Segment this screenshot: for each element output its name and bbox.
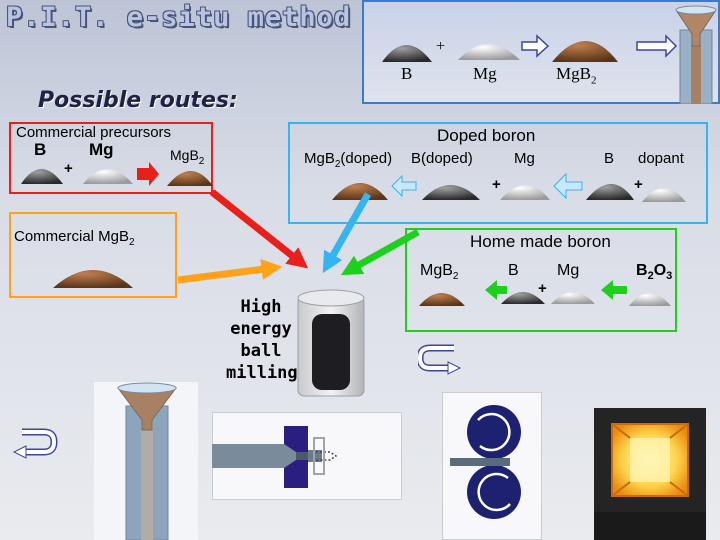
- mgb2-text: Commercial MgB: [14, 228, 130, 245]
- top-label-mg: Mg: [473, 64, 497, 83]
- db-label-dopant: dopant: [638, 150, 684, 167]
- filling-graphics: [117, 382, 177, 540]
- mgb2-pile: [419, 293, 465, 306]
- arrow-left-icon: [553, 172, 583, 200]
- mgb2-doped-pile: [332, 183, 388, 200]
- hb-label-b: B: [508, 262, 519, 279]
- hb-label-b2o3: B2O3: [636, 262, 672, 282]
- mgb2-text: MgB: [556, 64, 591, 83]
- arrow-to-mgb2: [521, 34, 550, 58]
- b2o3-b: B: [636, 262, 648, 279]
- dopant-pile: [642, 188, 686, 202]
- rolling-graphics: [450, 405, 521, 519]
- subscript: 2: [452, 271, 459, 283]
- cp-label-mgb2: MgB2: [170, 147, 204, 167]
- doped-boron-heading: Doped boron: [437, 126, 536, 145]
- pull-arrow-icon: [316, 451, 338, 461]
- top-label-mgb2: MgB2: [556, 64, 596, 86]
- hb-label-mg: Mg: [557, 262, 580, 279]
- boron-doped-pile: [422, 185, 480, 200]
- milling-label: High energy ball milling: [226, 296, 298, 384]
- furnace-icon: [594, 408, 706, 540]
- u-turn-arrow-icon: [12, 428, 58, 459]
- subscript: 3: [666, 270, 673, 283]
- green-arrow: [340, 228, 420, 276]
- magnesium-pile: [500, 185, 550, 200]
- milling-line: ball: [240, 341, 282, 361]
- commercial-mgb2-label: Commercial MgB2: [14, 228, 135, 248]
- subscript: 2: [129, 237, 135, 248]
- db-label-b: B: [604, 150, 615, 167]
- milling-line: energy: [230, 319, 292, 339]
- mgb2-pile: [167, 171, 213, 186]
- top-label-b: B: [401, 64, 413, 83]
- milling-line: High: [240, 297, 282, 317]
- subscript: 2: [334, 159, 341, 170]
- subscript: 2: [198, 155, 205, 167]
- doped-suffix: (doped): [340, 150, 393, 167]
- doped-boron-graphics: [332, 172, 686, 202]
- commercial-mgb2-box: [9, 212, 177, 298]
- milling-jar: [297, 289, 365, 397]
- rotation-arrow-icon: [477, 412, 511, 452]
- db-label-b-doped: B(doped): [411, 150, 473, 167]
- red-arrow: [209, 189, 309, 269]
- home-made-boron-graphics: [419, 280, 671, 306]
- b2o3-o: O: [653, 262, 667, 279]
- tube-core: [691, 44, 701, 104]
- cp-plus: +: [64, 160, 73, 177]
- rotation-arrow-icon: [477, 472, 511, 512]
- blue-arrow: [322, 192, 372, 274]
- home-made-boron-box: [405, 228, 677, 332]
- boron-pile: [382, 45, 432, 62]
- mgb2-text: MgB: [420, 262, 453, 279]
- subscript: 2: [590, 74, 597, 87]
- routes-heading: Possible routes:: [38, 88, 238, 113]
- subscript: 2: [647, 270, 654, 283]
- cp-label-mg: Mg: [89, 140, 114, 159]
- arrow-left-icon: [391, 174, 417, 198]
- mgb2-pile: [552, 41, 618, 62]
- b2o3-pile: [629, 293, 671, 306]
- u-turn-arrow-icon: [418, 344, 462, 375]
- boron-pile: [21, 169, 63, 184]
- mgb2-text: MgB: [170, 147, 199, 163]
- boron-pile: [501, 292, 545, 304]
- orange-arrow: [177, 258, 283, 284]
- drawing-graphics: [212, 426, 338, 488]
- magnesium-pile: [458, 44, 520, 60]
- db-label-mg: Mg: [514, 150, 535, 167]
- top-panel-graphics: [382, 5, 717, 104]
- home-made-boron-heading: Home made boron: [470, 232, 611, 251]
- arrow-to-tube: [636, 34, 678, 58]
- cp-label-b: B: [34, 140, 47, 159]
- wire-incoming: [212, 444, 296, 468]
- magnesium-pile: [551, 292, 595, 304]
- milling-line: milling: [226, 363, 298, 383]
- strip: [450, 458, 510, 466]
- mgb2-text: MgB: [304, 150, 335, 167]
- mgb2-pile: [53, 270, 133, 288]
- db-label-mgb2-doped: MgB2(doped): [304, 150, 392, 170]
- arrow-left-icon: [601, 280, 627, 300]
- commercial-precursors-box: [9, 122, 213, 194]
- hb-plus: +: [538, 280, 547, 297]
- doped-boron-box: [288, 122, 708, 224]
- arrow-left-icon: [485, 280, 507, 300]
- page-title: P.I.T. e-situ method: [6, 2, 352, 33]
- hb-label-mgb2: MgB2: [420, 262, 458, 282]
- commercial-mgb2-graphics: [53, 270, 133, 288]
- db-plus-2: +: [634, 176, 643, 193]
- commercial-precursors-heading: Commercial precursors: [16, 124, 172, 141]
- commercial-precursors-graphics: [21, 162, 213, 186]
- arrow-icon: [137, 162, 159, 186]
- magnesium-pile: [83, 169, 133, 184]
- boron-pile: [586, 184, 634, 200]
- db-plus-1: +: [492, 176, 501, 193]
- tube-core: [141, 422, 153, 540]
- top-plus: +: [436, 38, 446, 55]
- powder-core: [312, 314, 350, 390]
